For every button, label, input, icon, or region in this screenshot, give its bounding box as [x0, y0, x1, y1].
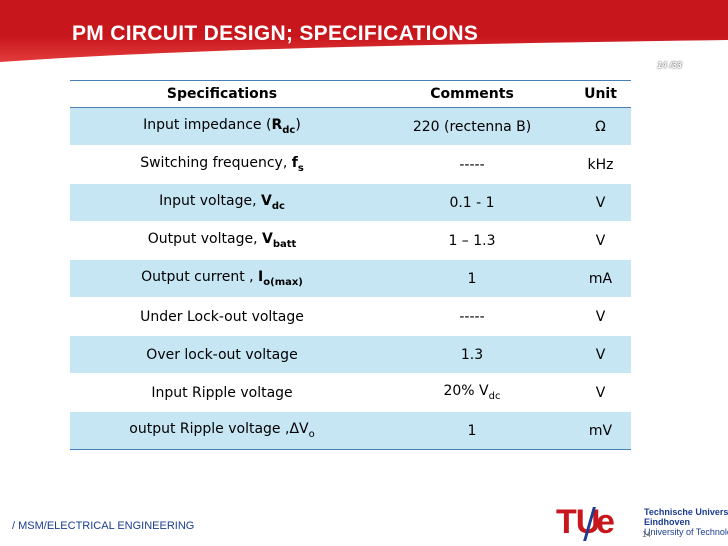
cell-specification: Switching frequency, fs	[70, 146, 374, 184]
slide-number-small: 14	[642, 530, 651, 539]
spec-text: Input impedance (	[143, 117, 272, 134]
comment-text: 1	[467, 270, 477, 287]
table-row: Input Ripple voltage 20% Vdc V	[70, 373, 631, 412]
spec-symbol: V	[260, 193, 272, 210]
cell-specification: Output voltage, Vbatt	[70, 222, 374, 260]
cell-comment: 20% Vdc	[374, 374, 570, 412]
spec-subscript: o(max)	[263, 276, 303, 288]
table-row: Input voltage, Vdc 0.1 - 1 V	[70, 183, 631, 222]
spec-text: Over lock-out voltage	[146, 346, 298, 363]
cell-comment: 220 (rectenna B)	[374, 108, 570, 146]
logo-line-3: University of Technology	[644, 527, 728, 537]
spec-text: Under Lock-out voltage	[140, 308, 304, 325]
comment-text: -----	[459, 308, 485, 325]
table-row: Switching frequency, fs ----- kHz	[70, 145, 631, 184]
cell-unit: V	[595, 384, 606, 401]
column-header-comments: Comments	[430, 86, 514, 102]
column-header-specifications: Specifications	[166, 86, 278, 102]
cell-unit: kHz	[587, 156, 614, 173]
table-row: Output current , Io(max) 1 mA	[70, 259, 631, 298]
table-row: Output voltage, Vbatt 1 – 1.3 V	[70, 221, 631, 260]
spec-subscript: batt	[272, 238, 297, 250]
comment-text: 1	[467, 422, 477, 439]
comment-subscript: dc	[488, 390, 501, 402]
comment-text: -----	[459, 156, 485, 173]
spec-table-container: Specifications Comments Unit Input imped…	[70, 80, 631, 450]
column-header-unit: Unit	[584, 86, 617, 102]
cell-specification: output Ripple voltage ,ΔVo	[70, 412, 374, 450]
spec-text: Input voltage,	[159, 193, 261, 210]
cell-comment: -----	[374, 298, 570, 336]
comment-text: 1.3	[460, 346, 484, 363]
logo-line-2: Eindhoven	[644, 517, 691, 527]
cell-unit: V	[595, 308, 606, 325]
header-sweep-decoration	[0, 40, 728, 70]
comment-text: 0.1 - 1	[449, 194, 495, 211]
spec-subscript: dc	[271, 200, 285, 212]
department-label: / MSM/ELECTRICAL ENGINEERING	[12, 520, 195, 532]
cell-unit: mA	[588, 270, 613, 287]
cell-comment: 1	[374, 412, 570, 450]
cell-comment: 0.1 - 1	[374, 184, 570, 222]
spec-symbol: V	[261, 231, 273, 248]
spec-text: output Ripple voltage ,ΔV	[129, 421, 309, 438]
cell-specification: Output current , Io(max)	[70, 260, 374, 298]
spec-text: Output voltage,	[147, 231, 262, 248]
cell-unit: V	[595, 346, 606, 363]
spec-table: Specifications Comments Unit Input imped…	[70, 80, 631, 450]
page-number: 14 /33	[656, 60, 682, 70]
table-row: Input impedance (Rdc) 220 (rectenna B) Ω	[70, 107, 631, 146]
table-row: Over lock-out voltage 1.3 V	[70, 335, 631, 374]
table-body: Input impedance (Rdc) 220 (rectenna B) Ω Sw…	[70, 107, 631, 450]
tue-logo-text: Technische Universiteit Eindhoven Univer…	[644, 507, 728, 537]
slide-title: PM CIRCUIT DESIGN; SPECIFICATIONS	[72, 22, 479, 45]
spec-symbol: R	[271, 117, 283, 134]
cell-specification: Input Ripple voltage	[70, 374, 374, 412]
comment-text: 220 (rectenna B)	[412, 118, 532, 135]
cell-unit: mV	[588, 422, 613, 439]
cell-specification: Input voltage, Vdc	[70, 184, 374, 222]
spec-subscript: s	[297, 162, 304, 174]
cell-specification: Input impedance (Rdc)	[70, 108, 374, 146]
spec-text: Switching frequency,	[140, 155, 292, 172]
cell-comment: 1.3	[374, 336, 570, 374]
cell-comment: 1	[374, 260, 570, 298]
spec-text: Input Ripple voltage	[151, 384, 293, 401]
comment-text: 20% V	[443, 383, 489, 400]
cell-specification: Over lock-out voltage	[70, 336, 374, 374]
spec-subscript: o	[308, 428, 315, 440]
table-header-row: Specifications Comments Unit	[70, 80, 631, 108]
cell-specification: Under Lock-out voltage	[70, 298, 374, 336]
spec-text: Output current ,	[141, 269, 259, 286]
spec-symbol: f	[291, 155, 298, 172]
spec-tail: )	[295, 117, 301, 134]
tue-logo: TU e Technische Universiteit Eindhoven U…	[556, 503, 728, 543]
comment-text: 1 – 1.3	[448, 232, 496, 249]
cell-unit: V	[595, 194, 606, 211]
cell-unit: V	[595, 232, 606, 249]
cell-comment: -----	[374, 146, 570, 184]
table-row: output Ripple voltage ,ΔVo 1 mV	[70, 411, 631, 450]
tue-logo-e: e	[596, 503, 615, 541]
logo-line-1: Technische Universiteit	[644, 507, 728, 517]
spec-subscript: dc	[282, 124, 296, 136]
cell-comment: 1 – 1.3	[374, 222, 570, 260]
table-row: Under Lock-out voltage ----- V	[70, 297, 631, 336]
cell-unit: Ω	[595, 118, 606, 135]
spec-symbol: I	[258, 269, 264, 286]
